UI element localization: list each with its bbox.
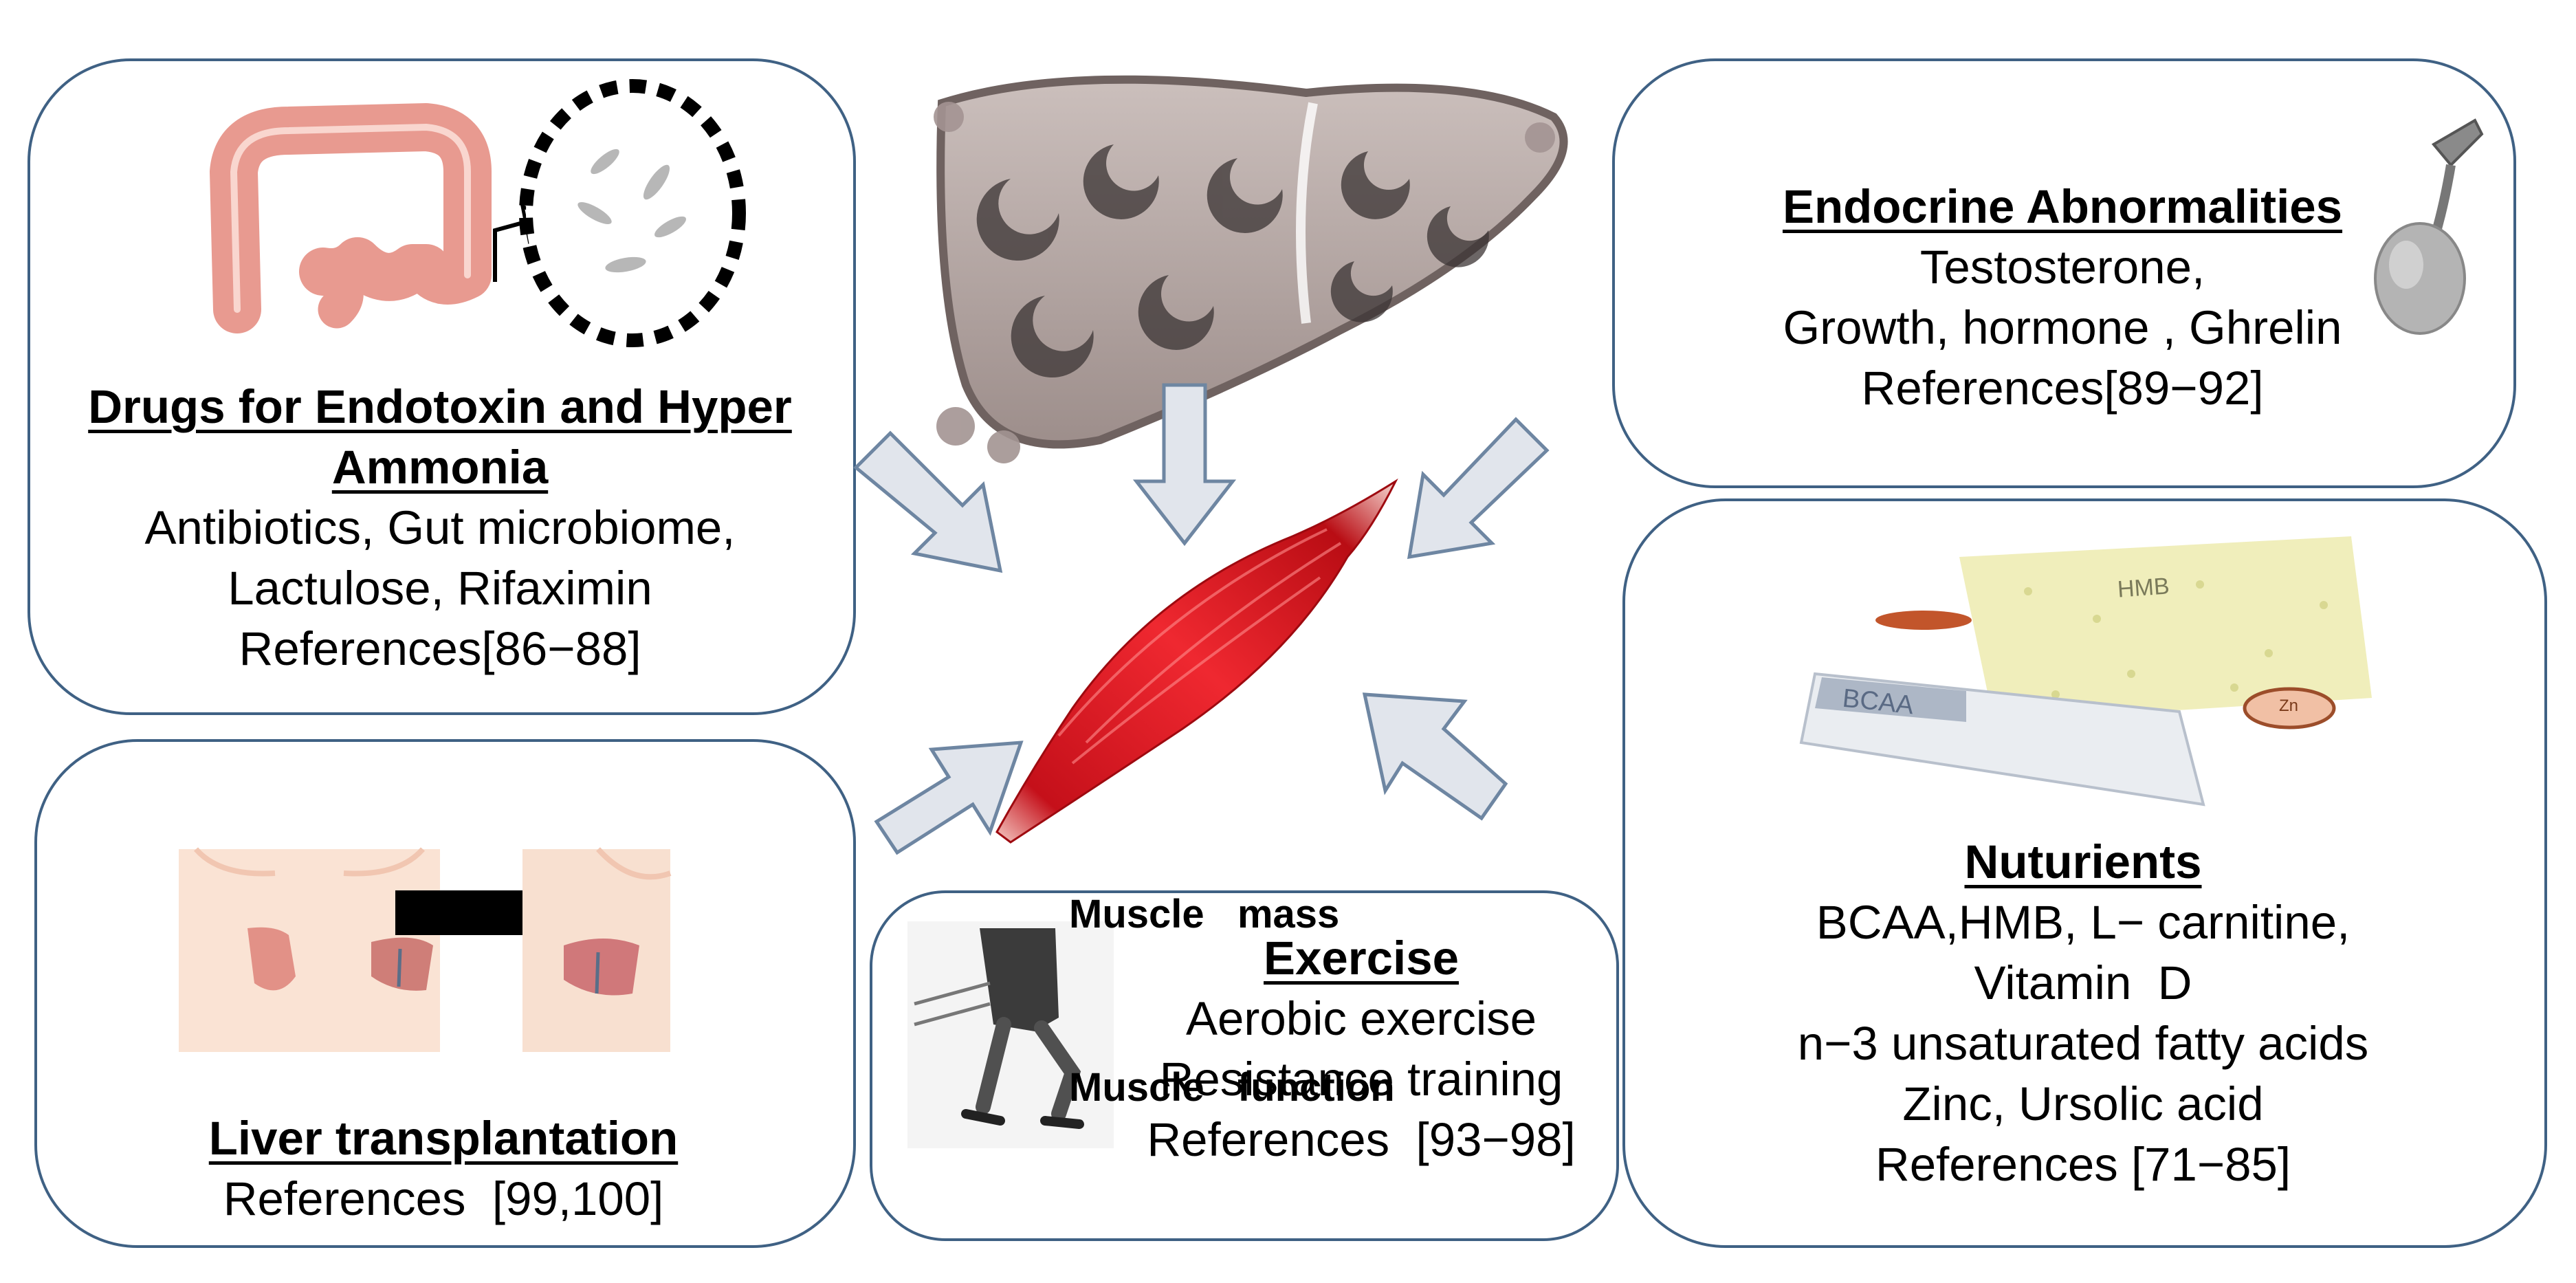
testis-icon <box>2374 118 2484 335</box>
drugs-text: Drugs for Endotoxin and Hyper Ammonia An… <box>41 377 839 679</box>
exercise-line-2: Resistance training <box>1159 1053 1563 1106</box>
exercise-references: References [93−98] <box>1147 1113 1576 1166</box>
supplements-icon <box>1799 536 2372 807</box>
transplant-text: Liver transplantation References [99,100… <box>48 1108 839 1229</box>
exercise-text: Exercise Aerobic exercise Resistance tra… <box>1114 928 1609 1170</box>
liver-transplant-icon <box>179 847 672 1052</box>
endocrine-line-1: Testosterone, <box>1919 241 2205 294</box>
arrow-endocrine-to-muscle <box>1407 417 1550 560</box>
arrow-exercise-to-muscle <box>874 741 1024 855</box>
drugs-title-line-1: Drugs for Endotoxin and Hyper <box>88 380 792 433</box>
exercise-line-1: Aerobic exercise <box>1185 992 1537 1045</box>
nutrients-title: Nuturients <box>1964 835 2202 888</box>
drugs-references: References[86−88] <box>239 622 641 675</box>
endocrine-text: Endocrine Abnormalities Testosterone, Gr… <box>1636 177 2489 419</box>
drugs-line-1: Antibiotics, Gut microbiome, <box>144 501 736 554</box>
endocrine-title: Endocrine Abnormalities <box>1782 180 2343 233</box>
nutrients-line-4: Zinc, Ursolic acid <box>1902 1077 2264 1130</box>
muscle-function-label: Muscle function <box>1069 1065 1395 1110</box>
arrows <box>853 383 1550 855</box>
exercise-title: Exercise <box>1264 932 1459 985</box>
transplant-box <box>34 739 856 1248</box>
transplant-references: References [99,100] <box>223 1172 664 1225</box>
liver-icon <box>934 75 1568 463</box>
transplant-title: Liver transplantation <box>208 1112 679 1165</box>
nutrients-text: Nuturients BCAA,HMB, L− carnitine, Vitam… <box>1636 832 2530 1195</box>
muscle-icon <box>995 478 1398 844</box>
runner-icon <box>907 921 1114 1148</box>
nutrients-references: References [71−85] <box>1875 1138 2291 1191</box>
endocrine-box <box>1612 58 2516 488</box>
muscle-mass-label: Muscle mass <box>1069 892 1340 936</box>
arrow-liver-to-muscle <box>1132 383 1237 547</box>
arrow-drugs-to-muscle <box>853 430 1003 573</box>
drugs-line-2: Lactulose, Rifaximin <box>228 562 652 615</box>
colon-bacteria-icon <box>210 79 746 347</box>
endocrine-line-2: Growth, hormone , Ghrelin <box>1783 301 2342 354</box>
endocrine-references: References[89−92] <box>1861 362 2264 415</box>
supplement-label-hmb: HMB <box>2116 573 2170 603</box>
drugs-title-line-2: Ammonia <box>331 441 549 494</box>
muscle-label: Muscle mass Muscle function <box>1069 770 1395 1174</box>
nutrients-line-2: Vitamin D <box>1974 956 2192 1009</box>
nutrients-line-1: BCAA,HMB, L− carnitine, <box>1816 896 2351 949</box>
arrow-nutrients-to-muscle <box>1362 692 1508 821</box>
nutrients-line-3: n−3 unsaturated fatty acids <box>1797 1017 2369 1070</box>
supplement-label-zn: Zn <box>2279 697 2299 715</box>
